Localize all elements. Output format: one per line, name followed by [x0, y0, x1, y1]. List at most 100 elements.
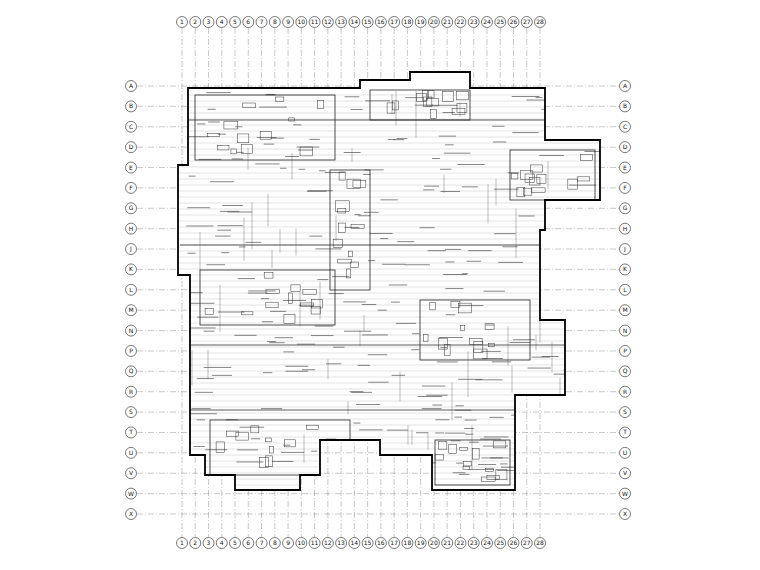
room-detail — [430, 110, 436, 119]
room-detail — [439, 441, 447, 449]
room-detail — [496, 469, 507, 479]
wire-line — [191, 413, 217, 414]
room-detail — [266, 302, 278, 308]
axis-bubble — [126, 121, 137, 132]
axis-bubble — [620, 264, 631, 275]
axis-number: S — [125, 408, 137, 416]
wire-line — [441, 191, 460, 192]
wire-line — [397, 241, 414, 242]
axis-bubble — [126, 488, 137, 499]
axis-bubble — [269, 538, 280, 549]
wire-line — [281, 452, 304, 453]
wire-line — [267, 341, 276, 342]
stall-line — [296, 228, 297, 255]
axis-bubble — [230, 17, 241, 28]
axis-bubble — [216, 17, 227, 28]
lane-line — [180, 120, 600, 121]
room-detail — [241, 145, 252, 154]
room-detail — [291, 285, 300, 292]
axis-bubble — [455, 538, 466, 549]
wire-line — [535, 429, 559, 430]
parking-line — [175, 107, 605, 108]
wire-line — [498, 262, 523, 263]
wire-line — [420, 227, 435, 228]
axis-bubble — [620, 407, 631, 418]
wire-line — [528, 431, 544, 432]
axis-number: 12 — [322, 18, 334, 26]
axis-bubble — [283, 17, 294, 28]
room-detail — [473, 449, 480, 459]
stall-line — [576, 341, 577, 368]
parking-line — [175, 167, 605, 168]
stall-line — [536, 335, 537, 350]
wire-line — [283, 445, 290, 446]
wire-line — [269, 342, 284, 343]
stall-line — [184, 367, 185, 398]
wire-line — [445, 261, 454, 262]
parking-line — [175, 365, 605, 366]
wire-line — [508, 172, 519, 173]
stall-line — [192, 350, 193, 385]
axis-number: F — [619, 184, 631, 192]
stall-line — [180, 440, 181, 462]
axis-number: 14 — [348, 539, 360, 547]
wire-line — [261, 408, 282, 409]
wire-line — [212, 375, 232, 376]
wire-line — [293, 124, 301, 125]
axis-number: F — [125, 184, 137, 192]
parking-line — [175, 119, 605, 120]
axis-number: C — [619, 123, 631, 131]
axis-bubble — [126, 427, 137, 438]
axis-bubble — [375, 17, 386, 28]
axis-bubble — [126, 264, 137, 275]
axis-number: X — [619, 510, 631, 518]
wire-line — [227, 212, 252, 213]
parking-line — [175, 191, 605, 192]
parking-line — [175, 161, 605, 162]
room-detail — [338, 223, 345, 232]
lane-line — [180, 345, 600, 346]
room-detail — [338, 259, 351, 263]
axis-bubble — [203, 17, 214, 28]
room-detail — [339, 172, 345, 180]
axis-number: D — [619, 143, 631, 151]
wire-line — [311, 335, 334, 336]
stall-line — [468, 351, 469, 397]
wire-line — [308, 190, 333, 191]
stall-line — [472, 426, 473, 470]
wire-line — [283, 351, 294, 352]
wire-line — [382, 479, 390, 480]
wire-line — [297, 344, 315, 345]
wire-line — [516, 426, 537, 427]
axis-number: R — [619, 388, 631, 396]
wire-line — [465, 434, 474, 435]
wire-line — [418, 396, 442, 397]
wire-line — [512, 132, 538, 133]
room-detail — [347, 179, 360, 188]
axis-bubbles — [126, 17, 631, 549]
lane-line — [180, 410, 600, 411]
parking-line — [175, 155, 605, 156]
parking-line — [175, 383, 605, 384]
axis-number: C — [125, 123, 137, 131]
wire-line — [315, 248, 341, 249]
axis-number: G — [125, 204, 137, 212]
stall-line — [352, 148, 353, 161]
room-detail — [463, 461, 471, 466]
axis-bubble — [620, 284, 631, 295]
core-room — [195, 95, 335, 160]
room-detail — [481, 477, 495, 482]
axis-bubble — [389, 538, 400, 549]
axis-number: 13 — [335, 539, 347, 547]
room-detail — [307, 425, 319, 429]
axis-number: 14 — [348, 18, 360, 26]
parking-line — [175, 215, 605, 216]
wire-line — [590, 262, 607, 263]
wire-line — [186, 225, 213, 226]
axis-bubble — [620, 305, 631, 316]
wire-line — [389, 284, 407, 285]
wire-line — [405, 97, 423, 98]
parking-line — [175, 209, 605, 210]
axis-bubble — [230, 538, 241, 549]
axis-bubble — [428, 538, 439, 549]
